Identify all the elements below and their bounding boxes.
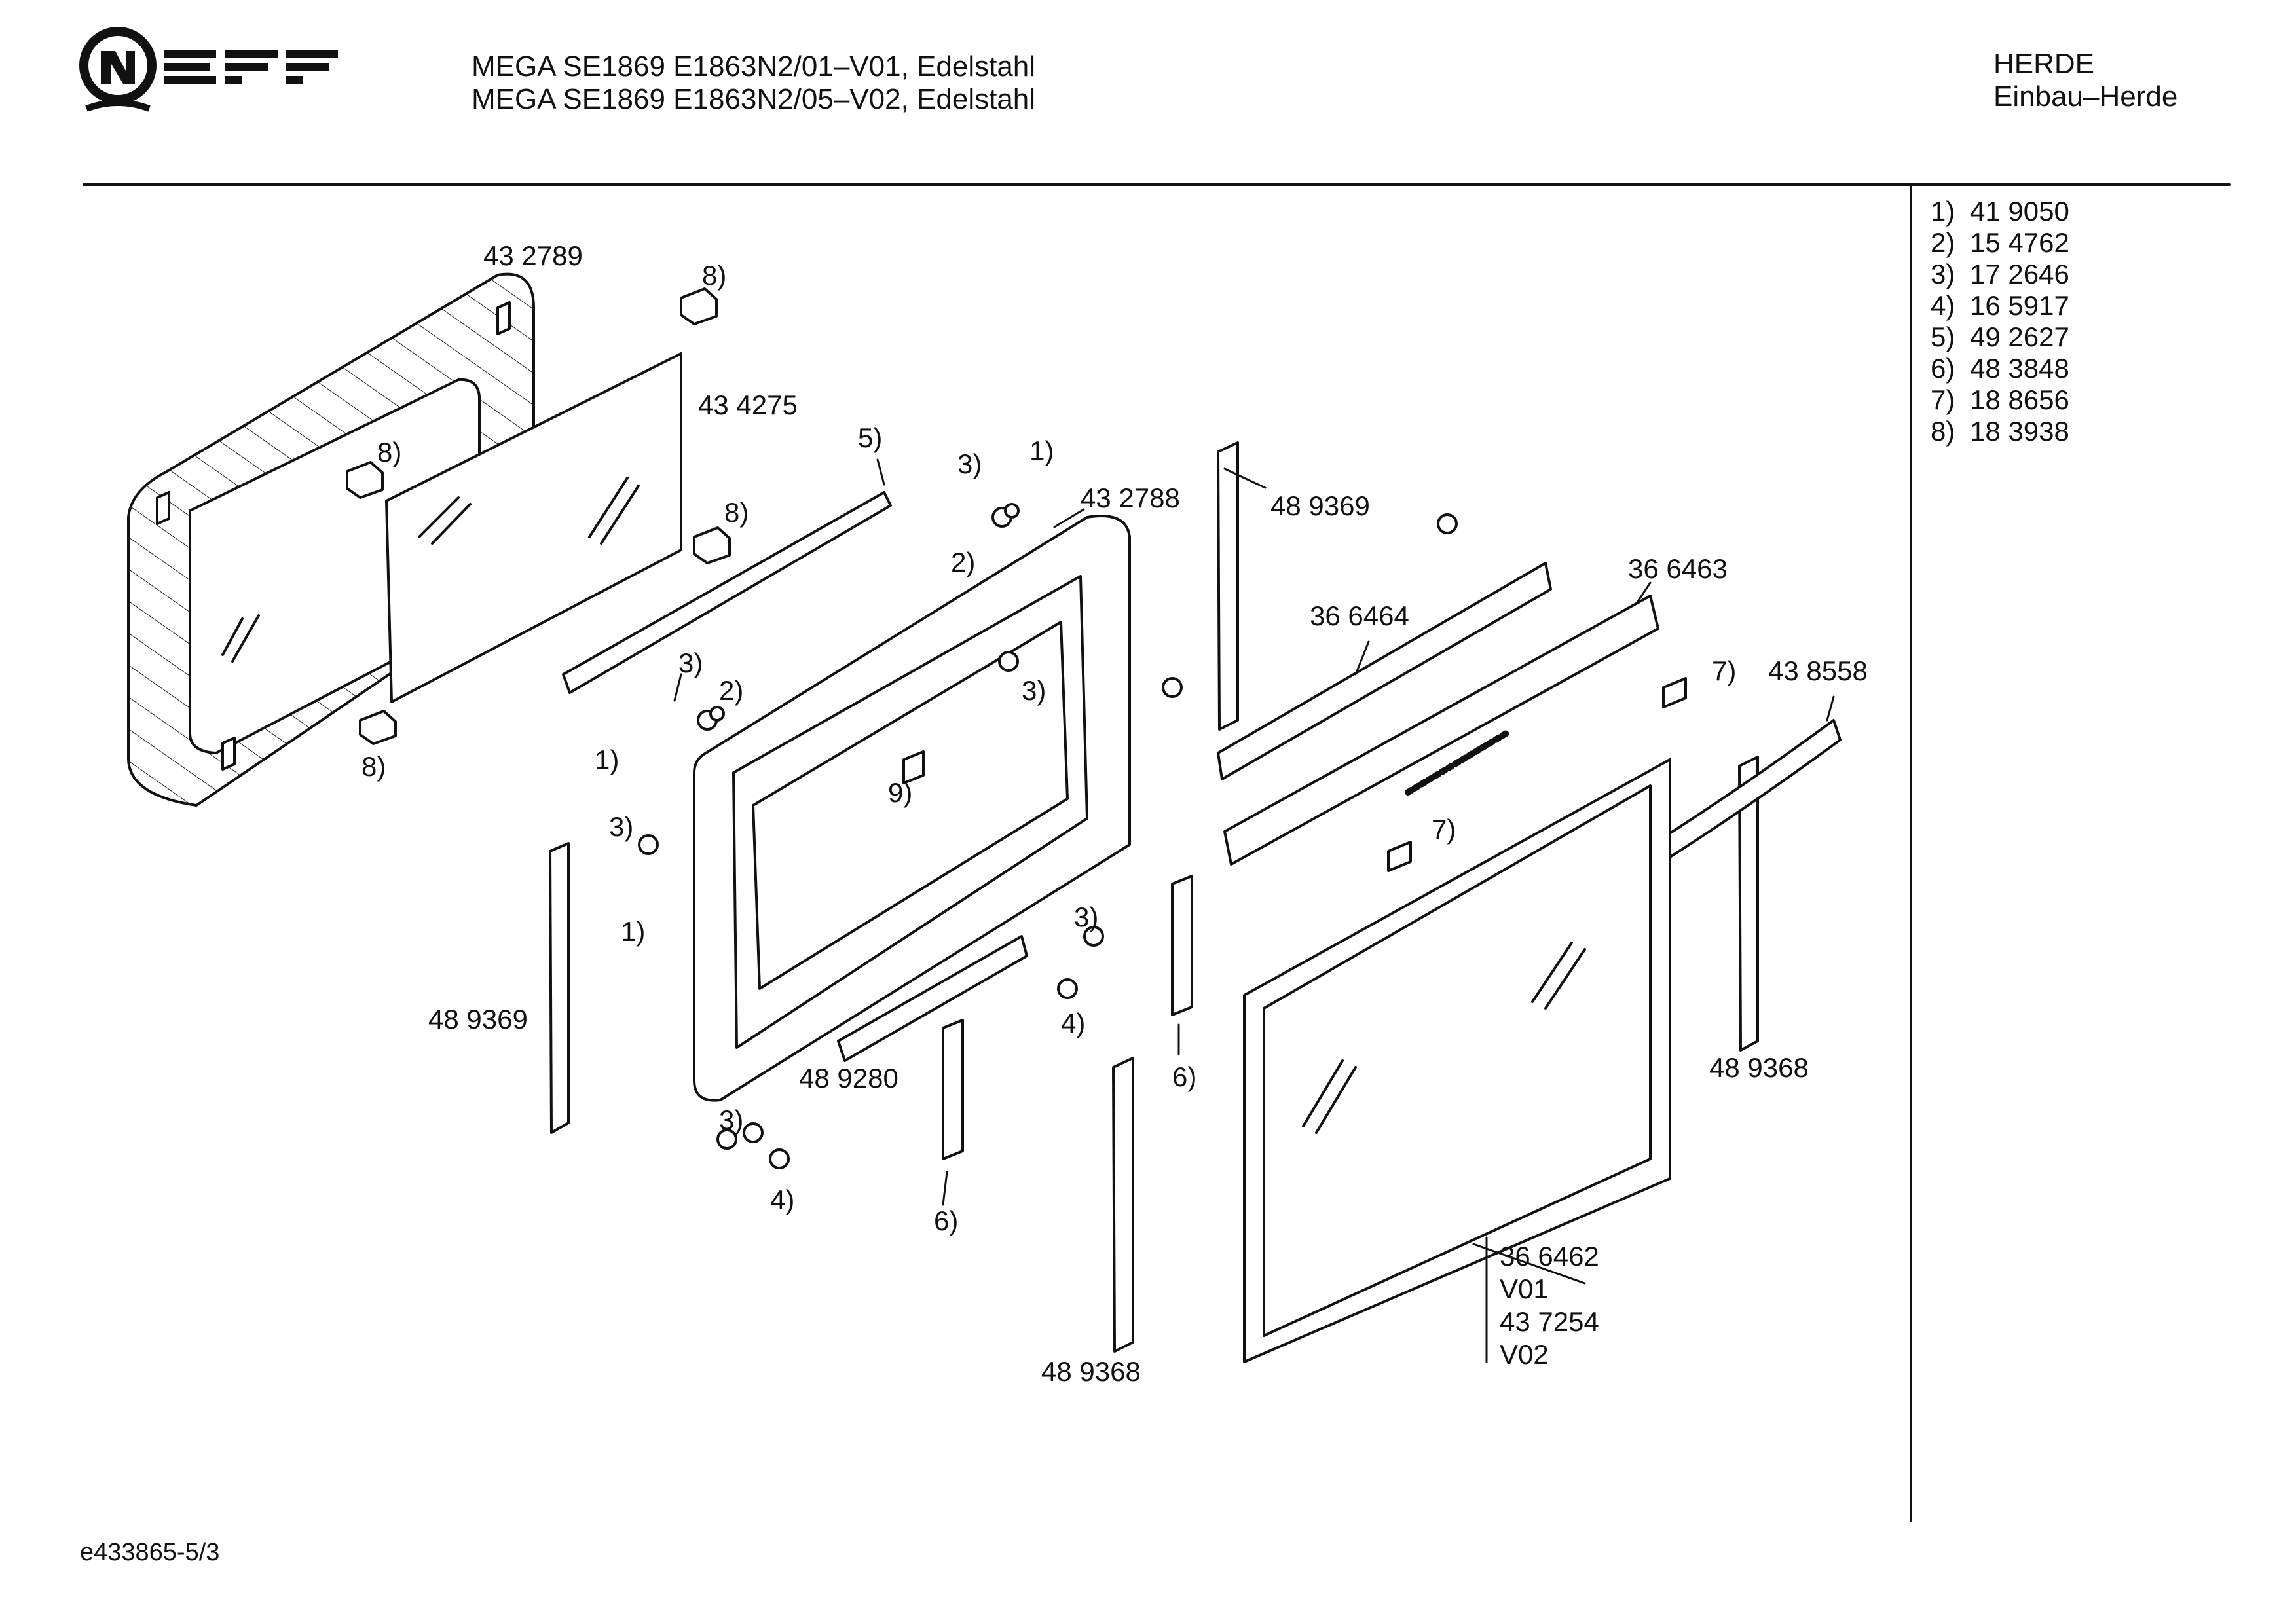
callout-5: 5) (858, 422, 883, 453)
legend-key-2: 2) (1931, 227, 1955, 258)
legend-key-1: 1) (1931, 196, 1955, 227)
legend-key-4: 4) (1931, 290, 1955, 321)
hinge-6-upper (1171, 875, 1193, 1016)
door-front-panel (1243, 758, 1671, 1363)
callout-2-top: 2) (951, 547, 976, 577)
callout-8-top: 8) (702, 260, 727, 291)
callout-3-frame: 3) (1022, 675, 1046, 706)
model-line-1: MEGA SE1869 E1863N2/01–V01, Edelstahl (472, 50, 1036, 82)
hinge-bar-lower (1223, 595, 1659, 866)
clip-8-bottom (359, 710, 397, 745)
clip-8-left (346, 461, 384, 499)
label-door-front-3: 43 7254 (1500, 1306, 1599, 1337)
callout-8-bottom: 8) (361, 751, 386, 782)
label-inner-glass: 43 4275 (698, 390, 798, 420)
callout-8-left: 8) (377, 437, 402, 467)
latch-7-upper (1662, 677, 1687, 708)
legend-key-7: 7) (1931, 384, 1955, 415)
inner-door-frame (693, 515, 1131, 1102)
latch-7-lower (1387, 841, 1412, 872)
label-door-front-4: V02 (1500, 1339, 1549, 1370)
label-hinge-bar-upper: 36 6464 (1310, 600, 1409, 631)
strip-upper-right (1217, 441, 1239, 731)
legend-part-6: 48 3848 (1970, 353, 2069, 384)
strip-bottom (1112, 1057, 1134, 1353)
inner-glass-panel (385, 352, 682, 703)
legend-part-3: 17 2646 (1970, 259, 2069, 289)
callout-4-right: 4) (1061, 1008, 1086, 1038)
clip-8-top (680, 287, 718, 325)
label-strip-upper-right: 48 9369 (1270, 490, 1370, 521)
hinge-6-lower (942, 1019, 964, 1160)
label-strip-right: 48 9368 (1709, 1052, 1809, 1083)
callout-6-right: 6) (1172, 1061, 1197, 1092)
leader-lines (673, 458, 1835, 1363)
callout-2-left: 2) (719, 675, 744, 706)
callout-3-left: 3) (678, 648, 703, 678)
legend-key-5: 5) (1931, 321, 1955, 352)
label-strip-left: 48 9369 (428, 1004, 528, 1035)
label-inner-frame: 43 2788 (1081, 483, 1180, 513)
category-line-1: HERDE (1993, 48, 2095, 80)
label-hinge-bar-lower: 36 6463 (1628, 553, 1728, 584)
callout-3-top: 3) (957, 449, 982, 479)
label-outer-glass: 43 2789 (483, 240, 583, 271)
callout-3-bottom: 3) (719, 1105, 744, 1135)
label-strip-bottom: 48 9368 (1041, 1356, 1141, 1387)
label-lower-profile: 48 9280 (799, 1063, 898, 1093)
callout-1-top: 1) (1029, 435, 1054, 466)
legend-part-2: 15 4762 (1970, 227, 2069, 258)
strip-right (1738, 756, 1759, 1052)
callout-3-mid: 3) (609, 811, 634, 842)
lower-profile (837, 935, 1028, 1062)
label-door-front-2: V01 (1500, 1273, 1549, 1304)
callout-9: 9) (888, 777, 913, 808)
label-door-front-1: 36 6462 (1500, 1241, 1599, 1272)
category-line-2: Einbau–Herde (1993, 81, 2178, 113)
legend-key-8: 8) (1931, 416, 1955, 447)
legend-part-1: 41 9050 (1970, 196, 2069, 227)
trim-bar-49-2627 (562, 491, 892, 694)
legend-part-5: 49 2627 (1970, 321, 2069, 352)
hinge-bar-upper (1217, 562, 1552, 780)
legend-key-6: 6) (1931, 353, 1955, 384)
neff-logo (79, 27, 338, 112)
callout-3-right: 3) (1074, 902, 1099, 932)
legend-part-8: 18 3938 (1970, 416, 2069, 447)
callout-4-bottom: 4) (770, 1184, 795, 1215)
callout-1-mid: 1) (621, 916, 646, 947)
callout-1-left: 1) (595, 744, 620, 775)
legend-part-7: 18 8656 (1970, 384, 2069, 415)
document-code: e433865-5/3 (80, 1539, 220, 1566)
callout-8-mid: 8) (724, 497, 749, 528)
screws (638, 503, 1458, 1169)
legend-key-3: 3) (1931, 259, 1955, 289)
strip-left (549, 842, 570, 1134)
label-handle: 43 8558 (1768, 655, 1868, 686)
model-line-2: MEGA SE1869 E1863N2/05–V02, Edelstahl (472, 83, 1036, 115)
callout-7-upper: 7) (1712, 655, 1737, 686)
clip-8-mid (693, 526, 731, 564)
legend-part-4: 16 5917 (1970, 290, 2069, 321)
callout-7-lower: 7) (1432, 814, 1456, 845)
callout-6-bottom: 6) (934, 1205, 959, 1236)
